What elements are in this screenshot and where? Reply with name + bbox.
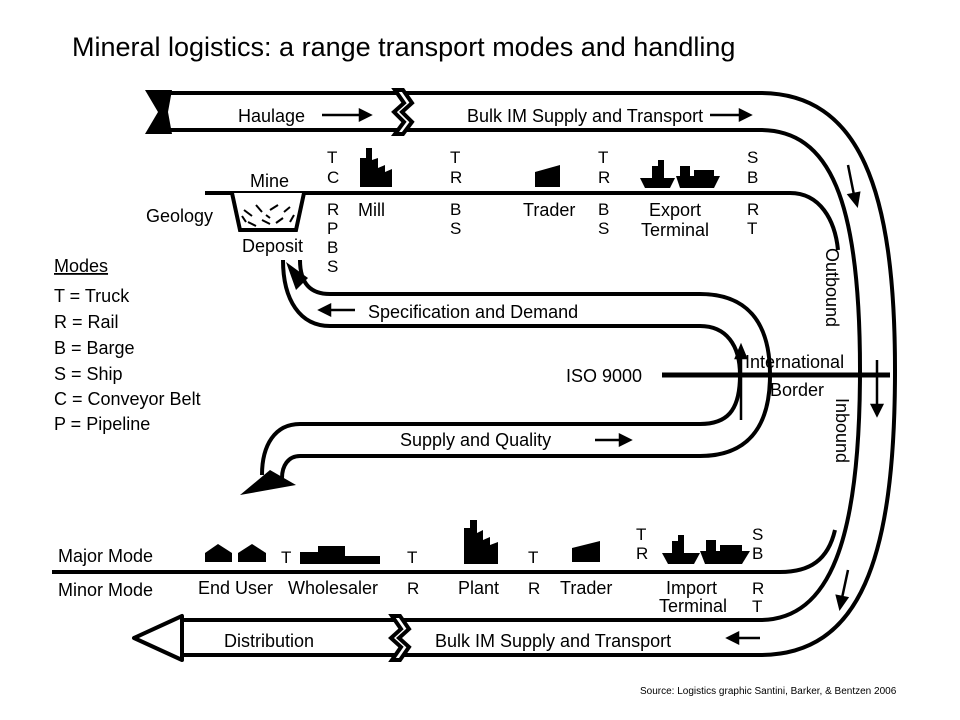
mode-letter: R: [450, 168, 462, 187]
export-ship-icon: [640, 160, 720, 188]
modes-legend: Modes T = Truck R = Rail B = Barge S = S…: [54, 256, 201, 434]
mine-label: Mine: [250, 171, 289, 191]
mode-letter: P: [327, 219, 338, 238]
mode-letter: B: [450, 200, 461, 219]
haulage-label: Haulage: [238, 106, 305, 126]
spec-end-arrow: [286, 262, 308, 290]
geology-label: Geology: [146, 206, 213, 226]
plant-label: Plant: [458, 578, 499, 598]
top-line-curve: [789, 191, 840, 251]
spec-demand-label: Specification and Demand: [368, 302, 578, 322]
supply-start-arrow: [240, 470, 296, 495]
mode-letter: T: [747, 219, 757, 238]
mode-letter: R: [752, 579, 764, 598]
legend-item: C = Conveyor Belt: [54, 389, 201, 409]
mode-letter: R: [327, 200, 339, 219]
trader-bottom-icon: [572, 541, 600, 562]
distribution-label: Distribution: [224, 631, 314, 651]
mode-letter: T: [636, 525, 646, 544]
mode-letter: T: [528, 548, 538, 567]
band-break-marks: [388, 88, 415, 662]
export-label-1: Export: [649, 200, 701, 220]
legend-item: T = Truck: [54, 286, 130, 306]
wholesaler-icon: [300, 546, 380, 564]
source-note: Source: Logistics graphic Santini, Barke…: [640, 686, 897, 697]
mode-letter: R: [636, 544, 648, 563]
mode-letter: S: [450, 219, 461, 238]
import-ship-icon: [662, 535, 750, 564]
mode-letter: R: [598, 168, 610, 187]
major-mode-label: Major Mode: [58, 546, 153, 566]
mode-letter: T: [752, 597, 762, 616]
mill-label: Mill: [358, 200, 385, 220]
bulk-top-label: Bulk IM Supply and Transport: [467, 106, 703, 126]
mine-pit-icon: [230, 192, 306, 232]
diagram-title: Mineral logistics: a range transport mod…: [72, 32, 736, 62]
haulage-tail-shape: [145, 90, 172, 134]
legend-item: S = Ship: [54, 364, 123, 384]
mode-letter: S: [752, 525, 763, 544]
mode-letter: R: [407, 579, 419, 598]
mode-letter: T: [450, 148, 460, 167]
bottom-mode-letters: T T R T R T R S B R T: [281, 525, 764, 616]
legend-title: Modes: [54, 256, 108, 276]
border-label: Border: [770, 380, 824, 400]
trader-top-icon: [535, 165, 560, 187]
iso-label: ISO 9000: [566, 366, 642, 386]
flow-arrows: [317, 107, 885, 646]
outer-track: [158, 91, 897, 657]
bulk-bottom-label: Bulk IM Supply and Transport: [435, 631, 671, 651]
distribution-arrowhead: [132, 614, 184, 662]
deposit-label: Deposit: [242, 236, 303, 256]
mode-letter: B: [327, 238, 338, 257]
mode-letter: B: [598, 200, 609, 219]
mode-letter: C: [327, 168, 339, 187]
mode-letter: T: [407, 548, 417, 567]
legend-item: B = Barge: [54, 338, 135, 358]
mill-icon: [360, 148, 392, 187]
plant-icon: [464, 520, 498, 564]
mode-letter: T: [281, 548, 291, 567]
import-label-1: Import: [666, 578, 717, 598]
mode-letter: R: [528, 579, 540, 598]
mode-letter: S: [327, 257, 338, 276]
mode-letter: B: [752, 544, 763, 563]
bottom-line-curve: [779, 529, 837, 574]
mode-letter: B: [747, 168, 758, 187]
trader-top-label: Trader: [523, 200, 575, 220]
mode-letter: S: [747, 148, 758, 167]
mode-letter: T: [598, 148, 608, 167]
outbound-label: Outbound: [822, 248, 842, 327]
mode-letter: S: [598, 219, 609, 238]
wholesaler-label: Wholesaler: [288, 578, 378, 598]
mode-letter: R: [747, 200, 759, 219]
supply-quality-label: Supply and Quality: [400, 430, 551, 450]
international-label: International: [745, 352, 844, 372]
import-label-2: Terminal: [659, 596, 727, 616]
minor-mode-label: Minor Mode: [58, 580, 153, 600]
legend-item: R = Rail: [54, 312, 119, 332]
mode-letter: T: [327, 148, 337, 167]
inbound-label: Inbound: [832, 398, 852, 463]
trader-bottom-label: Trader: [560, 578, 612, 598]
end-user-label: End User: [198, 578, 273, 598]
end-user-houses-icon: [205, 544, 266, 562]
legend-item: P = Pipeline: [54, 414, 150, 434]
top-mode-letters: T C R P B S T R B S T R B S S B R T: [327, 148, 759, 276]
export-label-2: Terminal: [641, 220, 709, 240]
